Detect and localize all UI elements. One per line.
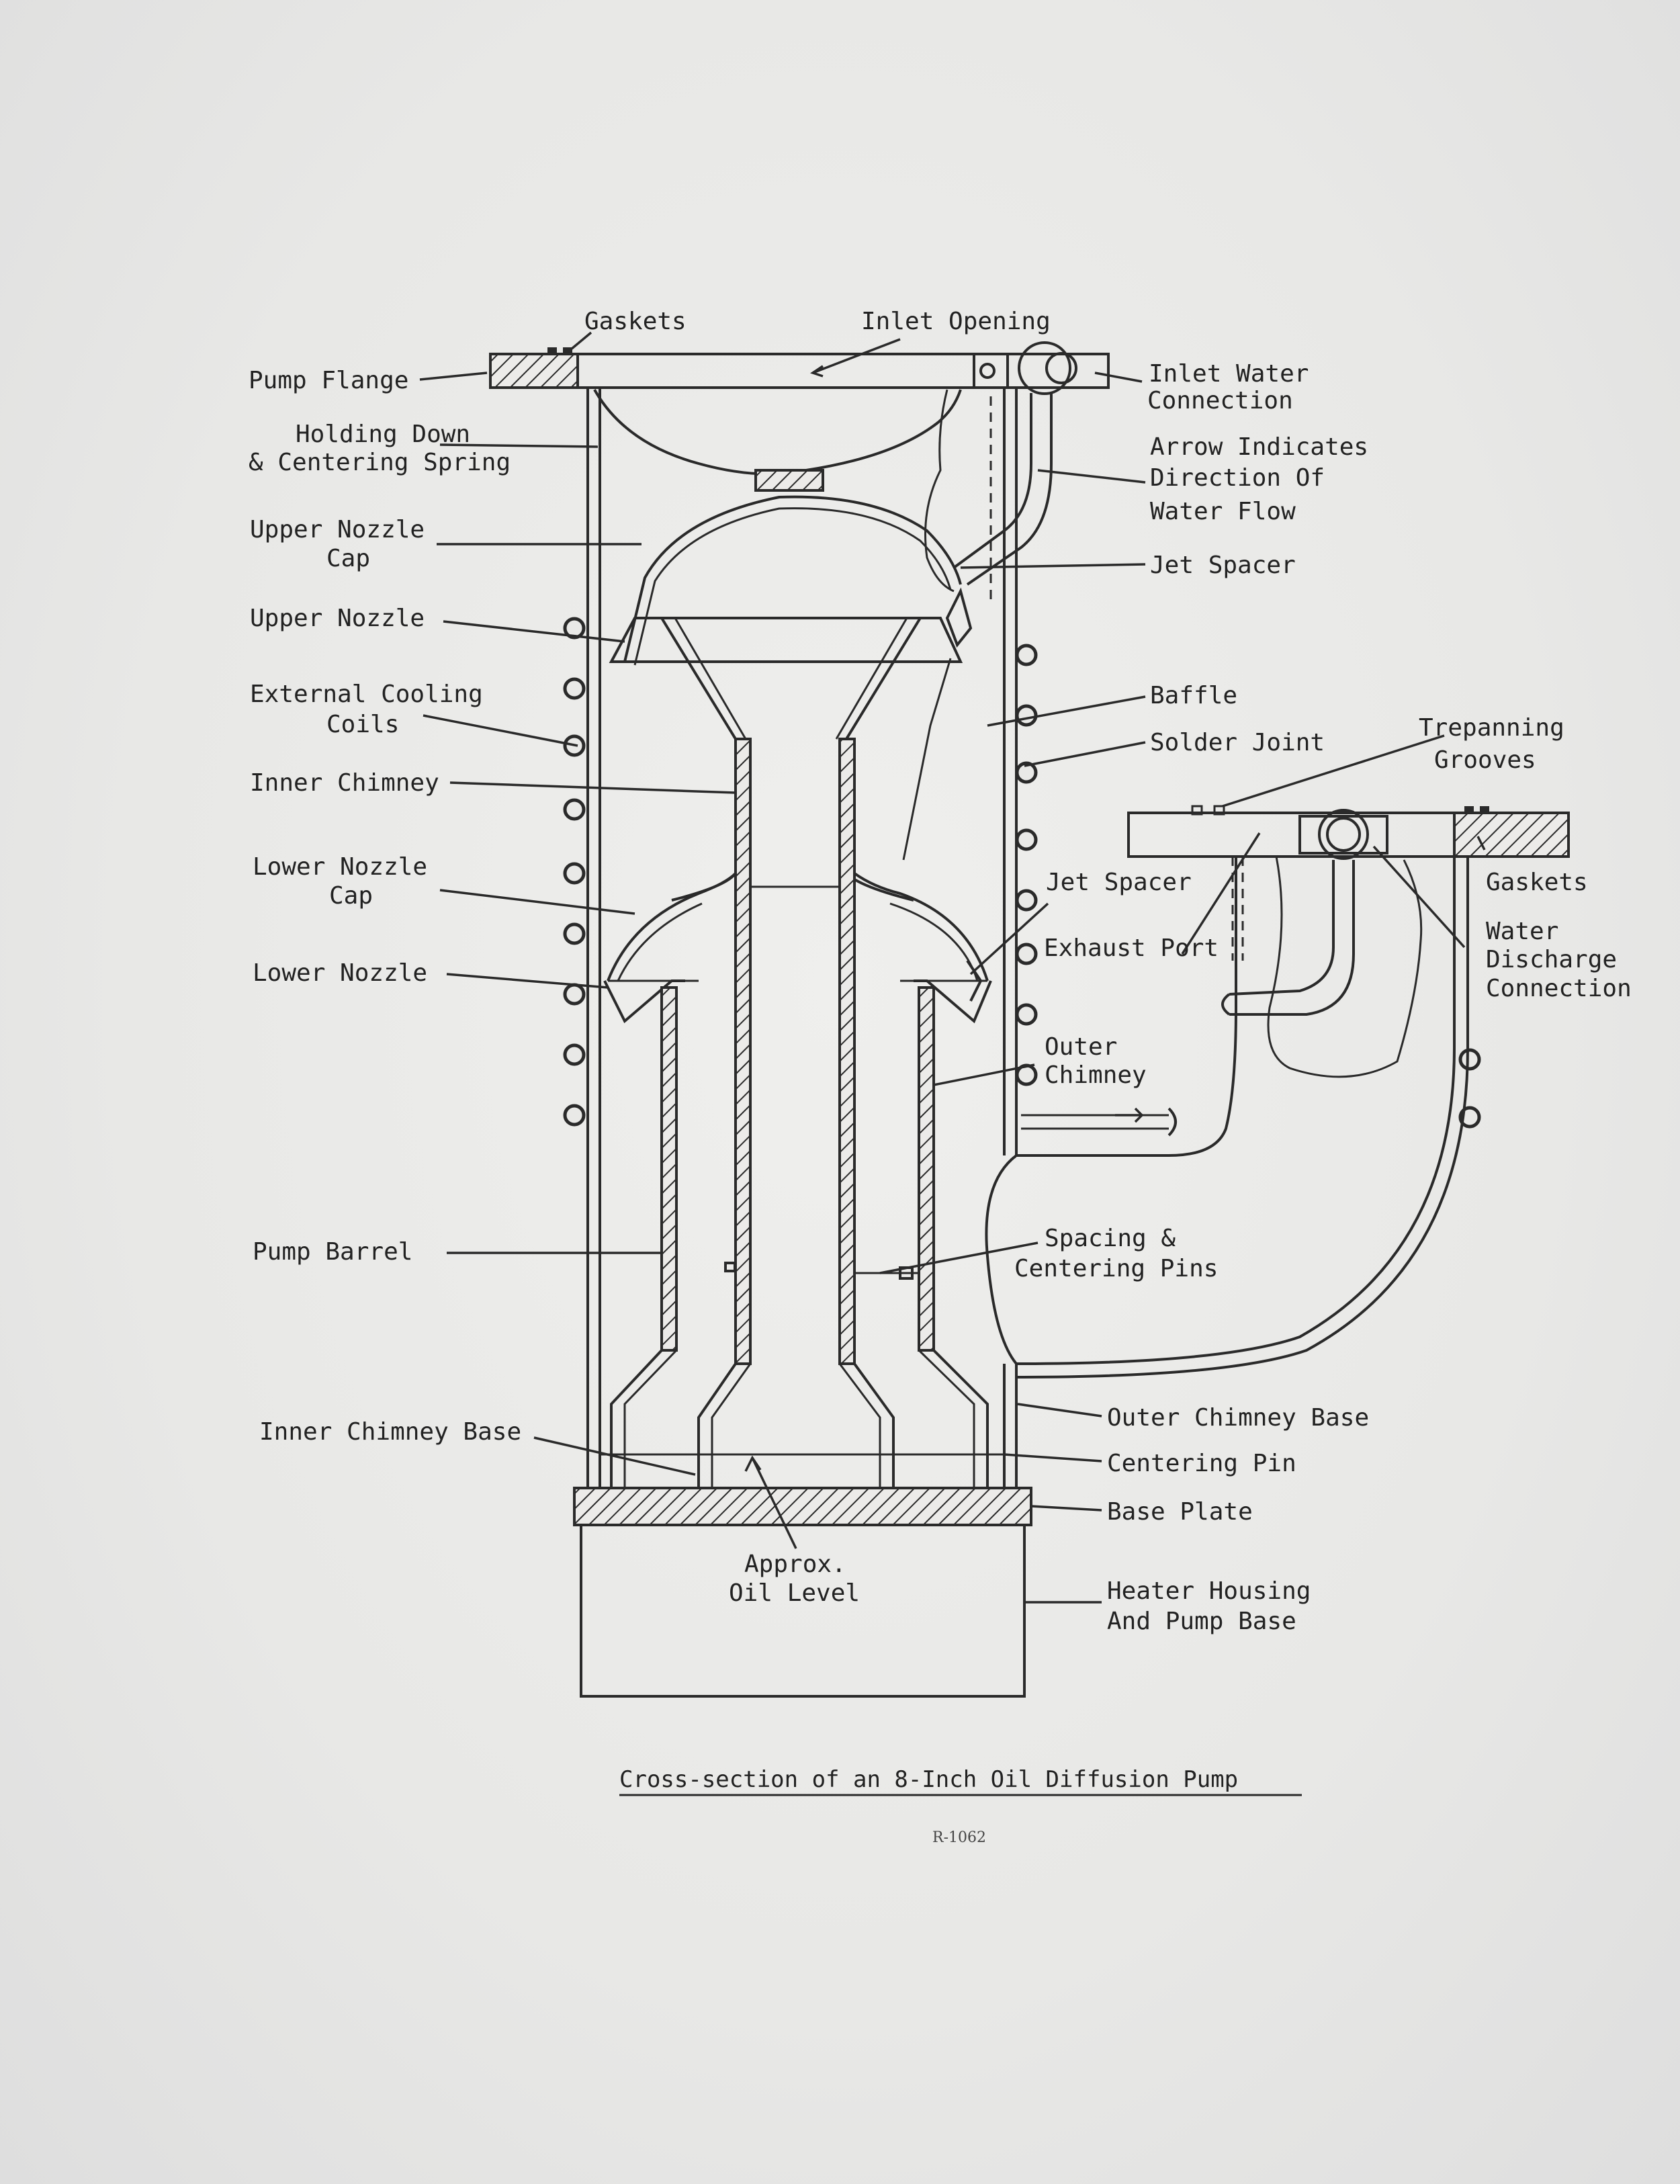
label-oil-level-2: Oil Level [729,1579,860,1607]
label-arrow-indicates-1: Arrow Indicates [1150,433,1368,461]
figure-caption: Cross-section of an 8-Inch Oil Diffusion… [619,1766,1238,1793]
label-trepanning-2: Grooves [1434,746,1536,774]
label-pump-barrel: Pump Barrel [253,1238,412,1266]
label-solder-joint: Solder Joint [1150,729,1325,756]
label-pump-flange: Pump Flange [249,367,408,394]
label-external-cooling-1: External Cooling [250,681,483,708]
label-external-cooling-2: Coils [326,711,399,738]
water-discharge-connection [1021,809,1423,1137]
label-jet-spacer-top: Jet Spacer [1150,552,1296,579]
label-exhaust-port: Exhaust Port [1044,934,1219,962]
label-upper-nozzle-cap-2: Cap [326,545,370,572]
label-arrow-indicates-3: Water Flow [1150,498,1296,525]
label-centering-pin: Centering Pin [1107,1450,1296,1477]
diagram-labels: Gaskets Inlet Opening Pump Flange Holdin… [249,308,1632,1635]
inlet-water-connection [924,341,1077,593]
lower-nozzle [603,959,992,1024]
label-spacing-pins-2: Centering Pins [1014,1255,1218,1282]
lower-nozzle-cap [607,872,989,981]
jet-spacer-upper [945,587,973,648]
label-water-discharge-2: Discharge [1486,946,1617,973]
reference-number: R-1062 [932,1829,986,1846]
label-lower-nozzle-cap-1: Lower Nozzle [253,853,427,881]
label-water-discharge-3: Connection [1486,975,1632,1002]
label-outer-chimney-2: Chimney [1045,1061,1147,1089]
label-holding-down-1: Holding Down [296,421,470,448]
pump-flange [489,347,1110,389]
label-jet-spacer-lower: Jet Spacer [1046,869,1192,896]
label-inlet-water-2: Connection [1147,387,1293,414]
label-gaskets-top: Gaskets [584,308,687,335]
inner-chimney [734,738,856,1365]
label-trepanning-1: Trepanning [1419,714,1564,742]
holding-down-spring [593,389,962,476]
base-plate [573,1487,1032,1526]
label-water-discharge-1: Water [1486,918,1558,945]
label-heater-housing-1: Heater Housing [1107,1577,1311,1605]
external-cooling-coils-left [563,617,586,1127]
label-outer-chimney-base: Outer Chimney Base [1107,1404,1369,1432]
label-gaskets-right: Gaskets [1486,869,1588,896]
label-lower-nozzle-cap-2: Cap [329,882,373,910]
upper-nozzle-cap [623,495,962,662]
label-arrow-indicates-2: Direction Of [1150,464,1325,492]
label-base-plate: Base Plate [1107,1498,1253,1526]
label-inner-chimney-base: Inner Chimney Base [259,1418,521,1446]
inner-chimney-base [600,1362,1004,1488]
label-baffle: Baffle [1150,682,1237,709]
heater-housing [580,1524,1026,1698]
leader-lines [419,331,1486,1604]
label-upper-nozzle-cap-1: Upper Nozzle [250,516,425,543]
label-heater-housing-2: And Pump Base [1107,1608,1296,1635]
label-lower-nozzle: Lower Nozzle [253,959,427,987]
exhaust-port [985,805,1570,1379]
label-inlet-water-1: Inlet Water [1149,360,1309,388]
label-upper-nozzle: Upper Nozzle [250,605,425,632]
spring-center-block [754,469,824,492]
label-holding-down-2: & Centering Spring [249,449,511,476]
label-inner-chimney: Inner Chimney [250,769,439,797]
label-outer-chimney-1: Outer [1045,1033,1117,1061]
label-spacing-pins-1: Spacing & [1045,1225,1176,1252]
label-inlet-opening: Inlet Opening [861,308,1051,335]
outer-chimney [610,986,989,1488]
label-oil-level-1: Approx. [744,1550,846,1578]
